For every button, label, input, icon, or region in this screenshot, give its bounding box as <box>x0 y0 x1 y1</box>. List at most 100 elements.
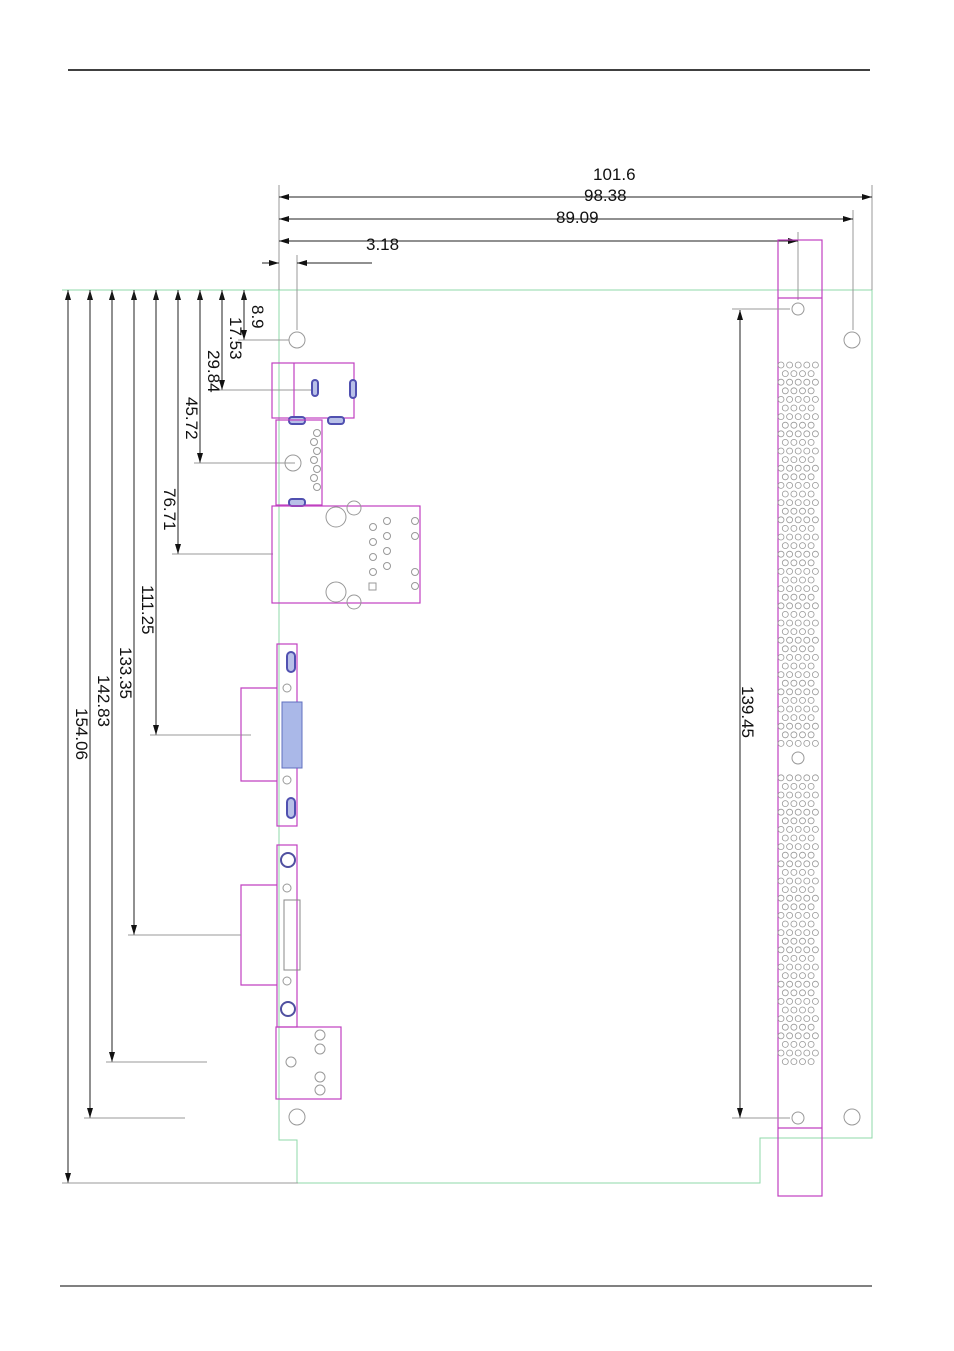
perforation-hole <box>781 1058 789 1065</box>
perforation-hole <box>786 1015 793 1022</box>
perforation-hole <box>790 869 798 876</box>
perforation-hole <box>794 843 802 850</box>
perforation-hole <box>807 955 815 962</box>
perforation-hole <box>781 955 789 962</box>
perforation-hole <box>807 576 815 584</box>
perforation-hole <box>807 662 815 670</box>
perforation-hole <box>786 722 793 730</box>
perforation-hole <box>799 800 806 807</box>
perforation-hole <box>786 550 793 558</box>
perforation-hole <box>786 705 793 713</box>
perforation-hole <box>812 430 819 438</box>
perforation-hole <box>790 456 798 464</box>
perforation-hole <box>807 611 815 618</box>
perforation-hole <box>790 1023 798 1031</box>
perforation-hole <box>794 516 802 524</box>
perforation-hole <box>803 774 811 782</box>
perforation-hole <box>786 998 793 1005</box>
perforation-hole <box>803 447 811 455</box>
perforation-hole <box>807 542 815 549</box>
perforation-hole <box>786 808 793 816</box>
perforation-hole <box>807 886 815 893</box>
perforation-hole <box>777 378 785 386</box>
perforation-hole <box>794 912 802 919</box>
perforation-hole <box>807 679 815 687</box>
perforation-hole <box>799 1023 806 1031</box>
perforation-hole <box>777 860 785 868</box>
perforation-hole <box>786 791 793 799</box>
perforation-hole <box>807 972 815 979</box>
dimension-d9: 154.06 <box>62 290 298 1184</box>
perforation-hole <box>803 843 811 850</box>
perforation-hole <box>794 413 802 421</box>
perforation-hole <box>812 395 819 403</box>
perforation-hole <box>803 705 811 713</box>
perforation-hole <box>803 791 811 799</box>
perforation-hole <box>790 662 798 670</box>
perforation-hole <box>781 1041 789 1048</box>
perforation-hole <box>799 869 806 876</box>
perforation-hole <box>794 808 802 816</box>
perforation-hole <box>777 413 785 421</box>
perforation-hole <box>807 370 815 378</box>
perforation-hole <box>799 972 806 979</box>
perforation-hole <box>790 989 798 997</box>
perforation-hole <box>794 774 802 782</box>
perforation-hole <box>812 722 819 730</box>
perforation-hole <box>794 481 802 489</box>
dimension-98-38: 98.38 <box>279 186 853 222</box>
perforation-hole <box>790 834 798 842</box>
perforation-hole <box>803 602 811 610</box>
audio-connector <box>275 1026 342 1100</box>
dimension-3-18: 3.18 <box>262 235 399 266</box>
perforation-hole <box>807 714 815 721</box>
perforation-hole <box>790 490 798 498</box>
perforation-hole <box>812 843 819 850</box>
perforation-hole <box>799 817 806 825</box>
perforation-hole <box>803 550 811 558</box>
perforation-hole <box>807 507 815 515</box>
perforation-hole <box>812 912 819 919</box>
perforation-hole <box>777 568 785 575</box>
perforation-hole <box>777 877 785 885</box>
perforation-hole <box>781 387 789 395</box>
perforation-hole <box>781 903 789 911</box>
perforation-hole <box>794 361 802 369</box>
perforation-hole <box>799 387 806 395</box>
perforation-hole <box>786 740 793 747</box>
perforation-hole <box>799 1058 806 1065</box>
perforation-hole <box>786 361 793 369</box>
perforation-hole <box>807 593 815 601</box>
perforation-hole <box>812 1015 819 1022</box>
perforation-hole <box>781 1006 789 1014</box>
perforation-hole <box>781 800 789 807</box>
perforation-hole <box>799 611 806 618</box>
perforation-hole <box>803 585 811 592</box>
perforation-hole <box>790 1006 798 1014</box>
perforation-hole <box>799 1006 806 1014</box>
bracket-panel <box>777 239 823 1197</box>
perforation-hole <box>794 860 802 868</box>
perforation-hole <box>777 1049 785 1057</box>
perforation-hole <box>799 593 806 601</box>
perforation-hole <box>781 697 789 704</box>
perforation-hole <box>812 619 819 627</box>
perforation-hole <box>790 937 798 945</box>
perforation-hole <box>803 963 811 971</box>
perforation-hole <box>799 438 806 446</box>
perforation-hole <box>803 533 811 541</box>
perforation-hole <box>794 998 802 1005</box>
perforation-hole <box>786 1049 793 1057</box>
perforation-hole <box>803 413 811 421</box>
perforation-hole <box>794 688 802 696</box>
perforation-hole <box>781 869 789 876</box>
perforation-hole <box>794 430 802 438</box>
perforation-hole <box>790 731 798 739</box>
perforation-hole <box>812 894 819 902</box>
perforation-hole <box>781 972 789 979</box>
perforation-hole <box>777 533 785 541</box>
perforation-hole <box>794 636 802 644</box>
perforation-hole <box>777 447 785 455</box>
perforation-hole <box>803 912 811 919</box>
perforation-hole <box>799 490 806 498</box>
